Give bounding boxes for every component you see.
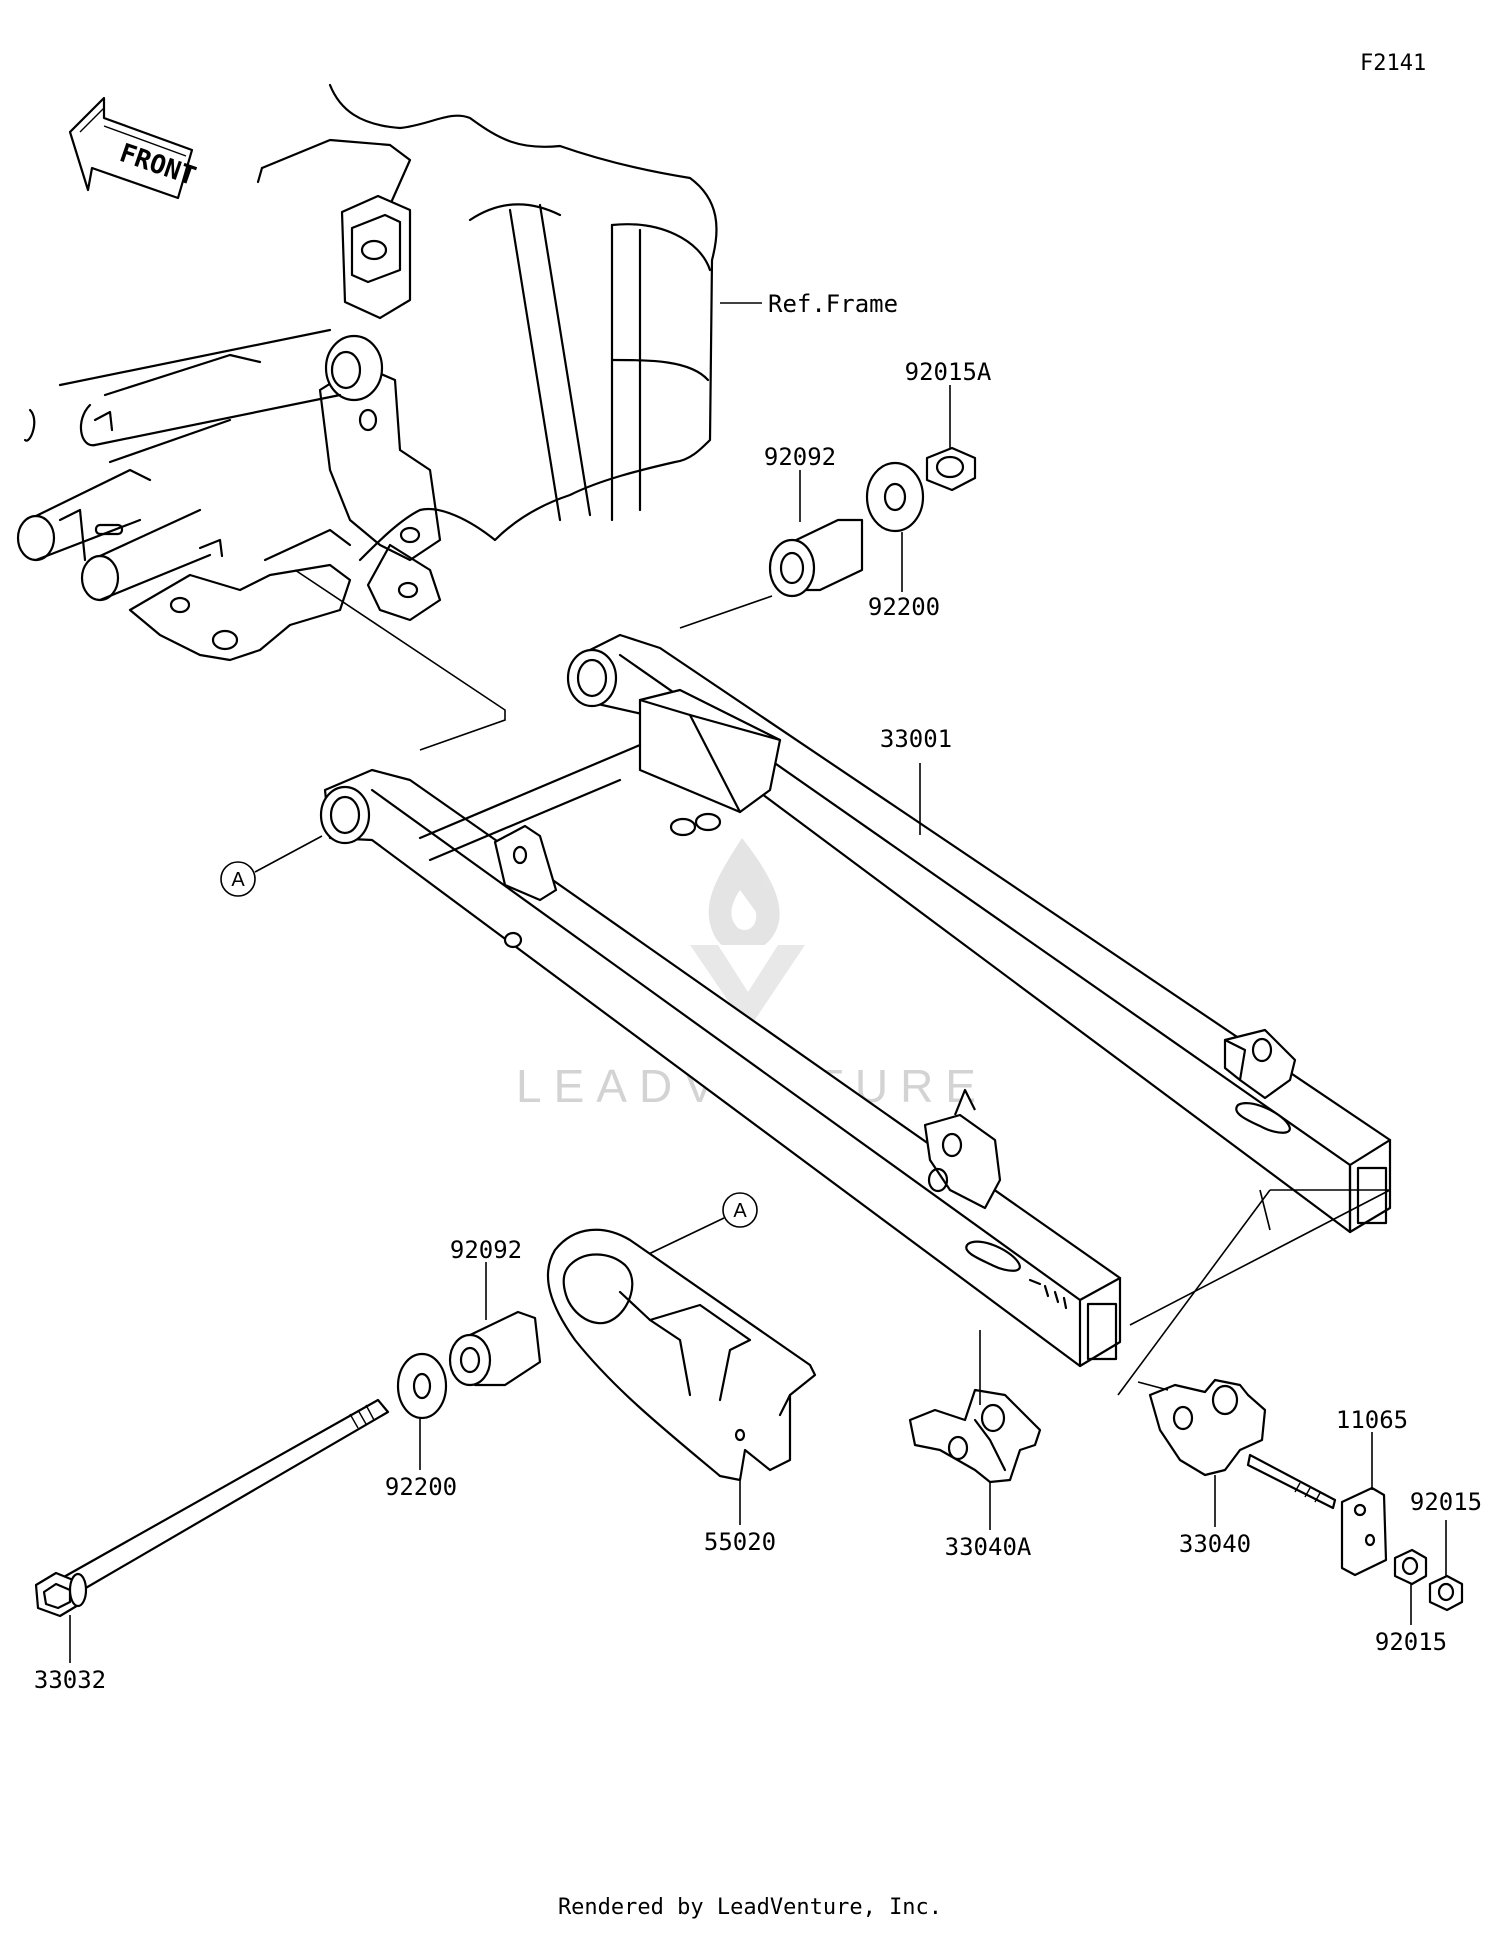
footer-credit: Rendered by LeadVenture, Inc. <box>557 1895 943 1920</box>
plate-11065 <box>1340 1486 1388 1577</box>
label-92015-lower: 92015 <box>1375 1628 1447 1656</box>
label-33040: 33040 <box>1179 1530 1251 1558</box>
label-92015A: 92015A <box>905 358 992 386</box>
marker-a-right: A <box>722 1192 758 1228</box>
label-92200-bottom: 92200 <box>385 1473 457 1501</box>
washer-92200-top <box>865 461 925 533</box>
pivot-bolt-33032 <box>34 1398 390 1618</box>
marker-a-right-text: A <box>733 1200 747 1222</box>
leader-chain-adjuster-r <box>1259 1189 1271 1231</box>
label-92092-top: 92092 <box>764 443 836 471</box>
chain-adjuster-33040A <box>908 1388 1042 1484</box>
chain-adjuster-33040 <box>1148 1378 1337 1510</box>
leader-marker-a-left <box>254 835 323 873</box>
nut-92015-right <box>1428 1574 1464 1612</box>
washer-92200-bottom <box>396 1352 448 1420</box>
label-33001: 33001 <box>880 725 952 753</box>
marker-a-left: A <box>220 861 256 897</box>
label-33040A: 33040A <box>945 1533 1032 1561</box>
nut-92015A <box>925 446 977 492</box>
chain-guide-55020 <box>546 1228 817 1482</box>
label-92200-top: 92200 <box>868 593 940 621</box>
leader-bushing-to-arm <box>679 595 773 629</box>
label-92015-right: 92015 <box>1410 1488 1482 1516</box>
ref-frame-label: Ref.Frame <box>768 290 898 318</box>
swingarm-33001 <box>319 633 1392 1368</box>
label-55020: 55020 <box>704 1528 776 1556</box>
leader-frame-pivot <box>294 569 506 751</box>
frame-section <box>16 83 718 662</box>
diagram-code: F2141 <box>1360 51 1426 76</box>
bushing-92092-bottom <box>448 1310 542 1387</box>
label-11065: 11065 <box>1336 1406 1408 1434</box>
marker-a-left-text: A <box>231 869 245 891</box>
label-92092-bottom: 92092 <box>450 1236 522 1264</box>
nut-92015-lower <box>1393 1548 1428 1586</box>
leader-axle-line <box>1129 1189 1391 1326</box>
leader-adjuster-up <box>1137 1381 1169 1391</box>
label-33032: 33032 <box>34 1666 106 1694</box>
front-arrow: FRONT <box>68 96 200 200</box>
bushing-92092-top <box>768 518 864 598</box>
